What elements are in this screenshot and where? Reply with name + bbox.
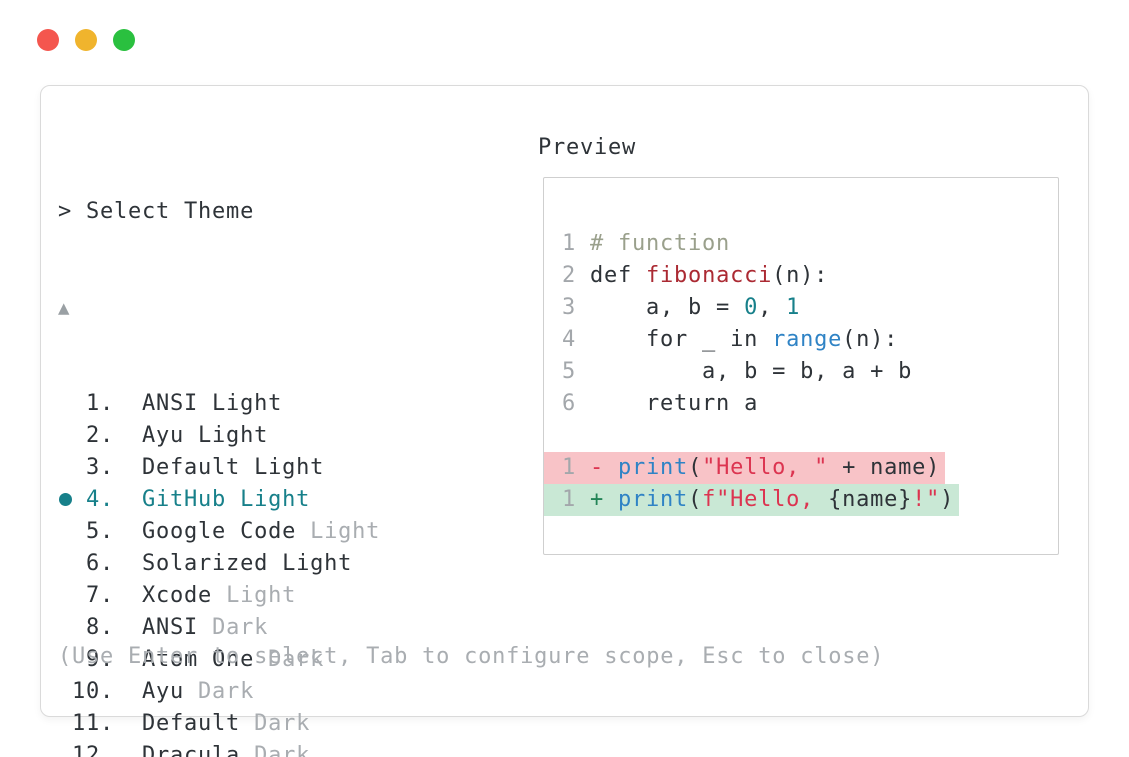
code-preview: 1 # function 2 def fibonacci(n): 3 a, b = … <box>544 178 1058 516</box>
theme-option-dracula[interactable]: 12. Dracula Dark <box>58 743 311 757</box>
theme-option-xcode[interactable]: 7. Xcode Light <box>58 583 297 608</box>
theme-option-google-code[interactable]: 5. Google Code Light <box>58 519 381 544</box>
line-number: 6 <box>562 391 591 416</box>
code-line: 3 a, b = 0, 1 <box>562 295 801 320</box>
theme-list: 1. ANSI Light 2. Ayu Light 3. Default Li… <box>58 388 380 757</box>
theme-option-ayu[interactable]: 10. Ayu Dark <box>58 679 255 704</box>
help-text: (Use Enter to select, Tab to configure s… <box>58 644 885 669</box>
zoom-window-icon[interactable] <box>113 29 135 51</box>
minimize-window-icon[interactable] <box>75 29 97 51</box>
code-blank-line <box>562 420 1058 452</box>
diff-added-line: 1 + print(f"Hello, {name}!") <box>544 484 1058 516</box>
theme-selector-dialog: > Select Theme ▲ 1. ANSI Light 2. Ayu Li… <box>40 85 1089 757</box>
window-controls <box>37 29 135 51</box>
diff-removed-line: 1 - print("Hello, " + name) <box>544 452 1058 484</box>
preview-title: Preview <box>538 135 637 160</box>
line-number: 2 <box>562 263 591 288</box>
line-number: 4 <box>562 327 591 352</box>
line-number: 1 <box>562 487 591 512</box>
theme-option-atom-one[interactable]: 9. Atom One Dark <box>58 647 325 672</box>
preview-pane: 1 # function 2 def fibonacci(n): 3 a, b = … <box>543 177 1059 555</box>
selected-theme-bullet-icon <box>59 493 72 506</box>
theme-option-default-light[interactable]: 3. Default Light <box>58 455 325 480</box>
theme-option-solarized-light[interactable]: 6. Solarized Light <box>58 551 353 576</box>
code-line: 2 def fibonacci(n): <box>562 263 829 288</box>
theme-option-default[interactable]: 11. Default Dark <box>58 711 311 736</box>
theme-option-ansi-light[interactable]: 1. ANSI Light <box>58 391 283 416</box>
scroll-up-icon[interactable]: ▲ <box>58 297 71 319</box>
code-line: 1 # function <box>562 231 731 256</box>
code-line: 5 a, b = b, a + b <box>562 359 913 384</box>
line-number: 1 <box>562 231 591 256</box>
theme-option-github-light[interactable]: 4. GitHub Light <box>58 487 311 512</box>
code-line: 4 for _ in range(n): <box>562 327 899 352</box>
theme-option-ayu-light[interactable]: 2. Ayu Light <box>58 423 269 448</box>
theme-list-panel: > Select Theme ▲ 1. ANSI Light 2. Ayu Li… <box>58 132 380 757</box>
line-number: 5 <box>562 359 591 384</box>
line-number: 3 <box>562 295 591 320</box>
select-theme-prompt: > Select Theme <box>58 199 255 224</box>
theme-option-ansi[interactable]: 8. ANSI Dark <box>58 615 269 640</box>
code-line: 6 return a <box>562 391 759 416</box>
close-window-icon[interactable] <box>37 29 59 51</box>
line-number: 1 <box>562 455 591 480</box>
